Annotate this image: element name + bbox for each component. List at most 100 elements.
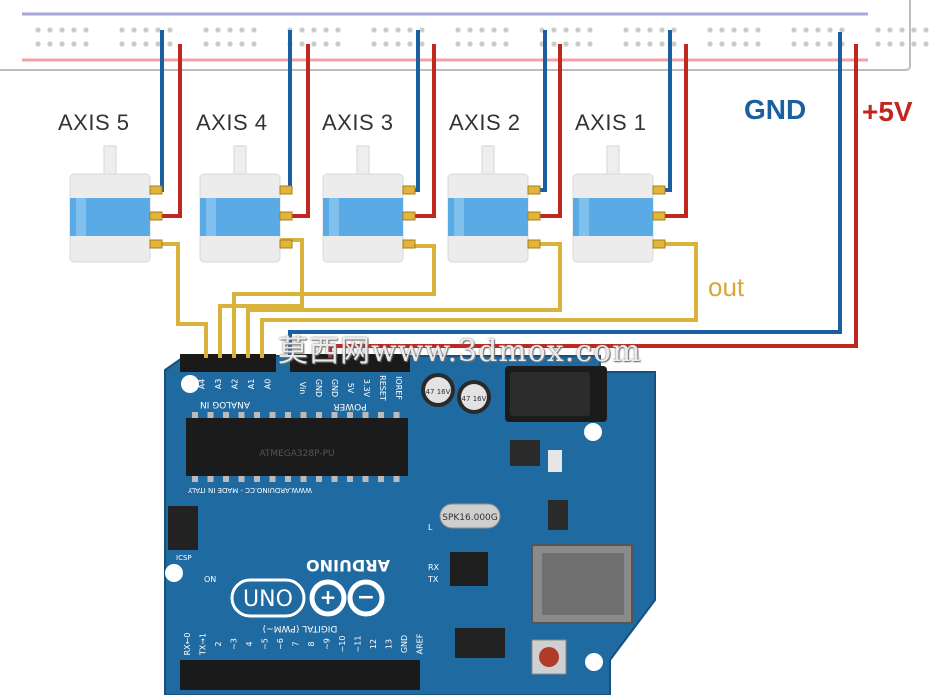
- svg-text:+: +: [320, 585, 337, 609]
- breadboard-hole: [227, 41, 233, 47]
- pin-label: GND: [314, 379, 323, 397]
- signal-wire: [150, 242, 208, 358]
- breadboard-hole: [239, 41, 245, 47]
- icsp-header-right: [455, 628, 505, 658]
- pin-label: 5V: [346, 383, 355, 394]
- pin-label: 7: [292, 641, 301, 646]
- sensor-shaft: [233, 145, 247, 177]
- pin-label: RESET: [378, 375, 387, 401]
- sensor-highlight: [579, 198, 589, 236]
- breadboard-hole: [131, 27, 137, 33]
- chip-pin: [347, 412, 353, 418]
- sensor-shaft: [606, 145, 620, 177]
- icsp-header-left: [168, 506, 198, 550]
- chip-pin: [192, 412, 198, 418]
- chip-pin: [238, 412, 245, 418]
- breadboard-hole: [155, 41, 161, 47]
- chip-pin: [300, 476, 307, 482]
- chip-pin: [238, 476, 245, 482]
- mounting-hole: [584, 423, 602, 441]
- chip-pin: [269, 412, 276, 418]
- breadboard-hole: [551, 41, 557, 47]
- power-header: [290, 354, 410, 372]
- voltage-regulator: [510, 440, 540, 466]
- breadboard-hole: [311, 41, 317, 47]
- uno-label: UNO: [243, 587, 293, 612]
- crystal-label: SPK16.000G: [442, 513, 498, 523]
- sensor-pin: [279, 185, 293, 195]
- breadboard-hole: [71, 41, 77, 47]
- mounting-hole: [165, 564, 183, 582]
- axis-label-2: AXIS 2: [449, 110, 521, 135]
- breadboard-hole: [827, 41, 833, 47]
- chip-label: ATMEGA328P-PU: [259, 449, 334, 459]
- pin-label: 13: [385, 639, 394, 649]
- breadboard-hole: [827, 27, 833, 33]
- atmega-chip: [186, 418, 408, 476]
- breadboard-hole: [911, 41, 917, 47]
- sensor-highlight: [206, 198, 216, 236]
- watermark: 莫西网www.3dmox.com: [278, 334, 642, 369]
- breadboard-hole: [47, 41, 53, 47]
- mounting-hole: [181, 375, 199, 393]
- on-label: ON: [204, 575, 216, 584]
- gnd-label: GND: [744, 94, 807, 125]
- pin-label: RX←0: [183, 633, 192, 656]
- breadboard-hole: [383, 27, 389, 33]
- sensor-pin: [652, 185, 666, 195]
- breadboard-hole: [551, 27, 557, 33]
- breadboard-hole: [143, 27, 149, 33]
- rx-label: RX: [428, 563, 440, 572]
- chip-pin: [300, 412, 307, 418]
- usb-chip: [450, 552, 488, 586]
- breadboard-hole: [671, 41, 677, 47]
- breadboard-hole: [203, 41, 209, 47]
- chip-pin: [207, 412, 214, 418]
- chip-pin: [362, 412, 369, 418]
- breadboard-hole: [167, 41, 173, 47]
- breadboard-hole: [923, 27, 929, 33]
- breadboard-hole: [299, 41, 305, 47]
- pin-label: Vin: [298, 382, 307, 395]
- chip-pin: [393, 476, 400, 482]
- breadboard: [0, 0, 929, 71]
- pin-label: A4: [198, 379, 207, 390]
- breadboard-hole: [59, 41, 65, 47]
- pin-label: A2: [231, 379, 240, 390]
- pin-label: A3: [214, 379, 223, 390]
- sensor-pin: [149, 239, 163, 249]
- breadboard-hole: [479, 41, 485, 47]
- chip-pin: [331, 476, 338, 482]
- breadboard-hole: [659, 27, 665, 33]
- breadboard-hole: [323, 27, 329, 33]
- analog-header: [180, 354, 276, 372]
- breadboard-hole: [875, 41, 881, 47]
- breadboard-hole: [587, 27, 593, 33]
- v5-trunk-wire: [328, 44, 858, 358]
- chip-pin: [254, 412, 260, 418]
- sensor-pin: [279, 211, 293, 221]
- breadboard-hole: [839, 27, 845, 33]
- chip-pin: [207, 476, 214, 482]
- breadboard-hole: [623, 27, 629, 33]
- breadboard-hole: [323, 41, 329, 47]
- pin-label: 8: [307, 641, 316, 646]
- breadboard-hole: [803, 27, 809, 33]
- breadboard-hole: [407, 27, 413, 33]
- sensor-pin: [279, 239, 293, 249]
- breadboard-hole: [83, 41, 89, 47]
- chip-pin: [223, 412, 229, 418]
- pin-label: 4: [245, 641, 254, 646]
- breadboard-hole: [131, 41, 137, 47]
- analog-in-label: ANALOG IN: [200, 399, 250, 409]
- sensor-shaft: [103, 145, 117, 177]
- sensor-shaft: [356, 145, 370, 177]
- pin-label: A5: [181, 379, 190, 390]
- breadboard-hole: [719, 41, 725, 47]
- breadboard-hole: [491, 27, 497, 33]
- sensors: [69, 145, 666, 263]
